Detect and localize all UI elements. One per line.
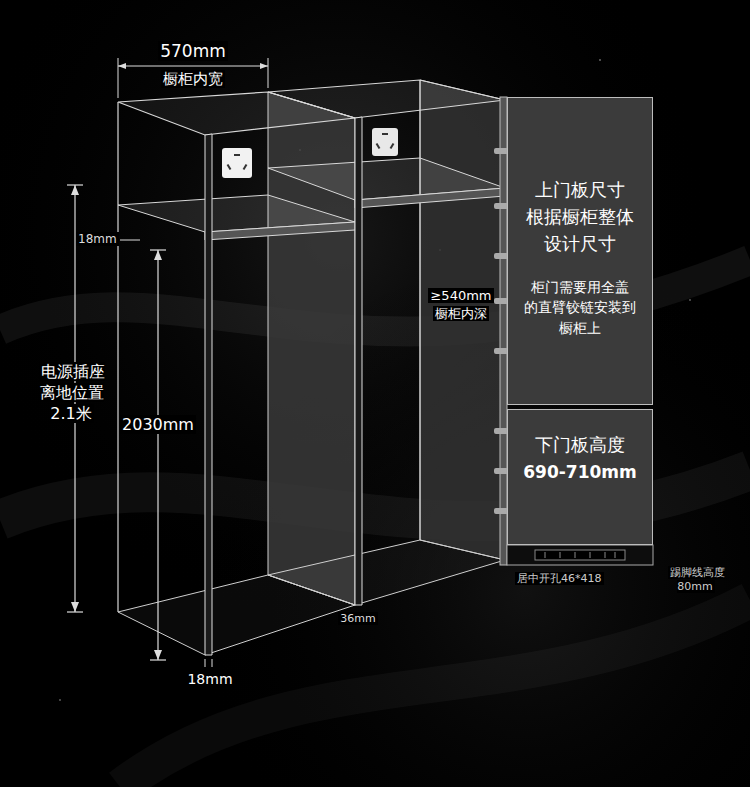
dimension-label: 18mm xyxy=(183,670,237,688)
dimension-label: 居中开孔46*418 xyxy=(515,572,650,586)
dimension-label: 橱柜内深 xyxy=(425,306,497,323)
door-text: 上门板尺寸 根据橱柜整体 设计尺寸 xyxy=(508,176,652,257)
leader-line xyxy=(120,240,140,241)
shelf-edge xyxy=(205,222,355,240)
vent-slot xyxy=(545,552,546,558)
door-text: 690-710mm xyxy=(508,461,652,483)
cabinet-edge xyxy=(420,80,421,540)
socket-hole xyxy=(234,154,240,156)
dimension-text: ≥540mm xyxy=(428,288,493,303)
dimension-label: 570mm xyxy=(148,40,238,62)
power-socket xyxy=(222,148,252,178)
door-text: 柜门需要用全盖 的直臂铰链安装到 橱柜上 xyxy=(508,277,652,338)
socket-hole xyxy=(227,164,232,170)
power-socket xyxy=(372,128,398,156)
dimension-text: 18mm xyxy=(76,232,119,246)
arrowhead xyxy=(71,185,79,195)
sparkle xyxy=(59,699,61,701)
dimension-label: 36mm xyxy=(333,612,383,626)
door-panel: 下门板高度 690-710mm xyxy=(507,409,653,545)
arrowhead xyxy=(154,250,162,260)
sparkle xyxy=(599,59,601,61)
dimension-text: 居中开孔46*418 xyxy=(515,572,604,585)
cabinet-top xyxy=(268,80,505,118)
arrowhead xyxy=(154,650,162,660)
dimension-text: 2030mm xyxy=(120,415,196,434)
dimension-label: 2030mm xyxy=(114,415,202,436)
socket-hole xyxy=(390,143,395,149)
dimension-text: 18mm xyxy=(185,671,234,687)
front-post xyxy=(355,117,362,605)
kickboard xyxy=(507,545,653,565)
door-panel: 上门板尺寸 根据橱柜整体 设计尺寸柜门需要用全盖 的直臂铰链安装到 橱柜上 xyxy=(507,97,653,405)
arrowhead xyxy=(260,63,268,69)
vent-slot xyxy=(590,552,591,558)
door-edge xyxy=(500,97,507,565)
dimension-line xyxy=(118,66,268,67)
vent-slot xyxy=(560,552,561,558)
dimension-label: 踢脚线高度 80mm xyxy=(655,566,737,595)
dimension-tick xyxy=(205,659,206,667)
extension-line xyxy=(268,58,269,88)
socket-hole xyxy=(376,143,381,149)
dimension-text: 36mm xyxy=(338,612,377,625)
dimension-label: 电源插座 离地位置 2.1米 xyxy=(30,362,114,424)
extension-line xyxy=(118,58,119,98)
arrowhead xyxy=(71,602,79,612)
door-text: 下门板高度 xyxy=(508,432,652,457)
dimension-text: 橱柜内宽 xyxy=(161,70,225,88)
vent-slot xyxy=(575,552,576,558)
shelf-edge xyxy=(355,188,505,208)
vent-slot xyxy=(605,552,606,558)
cabinet-floor xyxy=(268,540,505,605)
cabinet-edge xyxy=(117,102,118,612)
dimension-label: 橱柜内宽 xyxy=(148,70,238,90)
dimension-text: 踢脚线高度 80mm xyxy=(668,566,725,593)
sparkle xyxy=(689,299,691,301)
socket-hole xyxy=(243,164,248,170)
vent-opening xyxy=(535,550,625,560)
dimension-text: 电源插座 离地位置 2.1米 xyxy=(39,362,105,423)
side-panel xyxy=(420,80,505,560)
front-post xyxy=(205,134,212,655)
arrowhead xyxy=(118,63,126,69)
vent-slot xyxy=(615,552,616,558)
socket-hole xyxy=(382,133,388,135)
dimension-tick xyxy=(212,659,213,667)
dimension-label: ≥540mm xyxy=(425,288,497,305)
dimension-text: 570mm xyxy=(158,41,228,61)
dimension-label: 18mm xyxy=(76,232,116,248)
dimension-text: 橱柜内深 xyxy=(433,306,489,321)
dimension-line xyxy=(157,250,158,660)
